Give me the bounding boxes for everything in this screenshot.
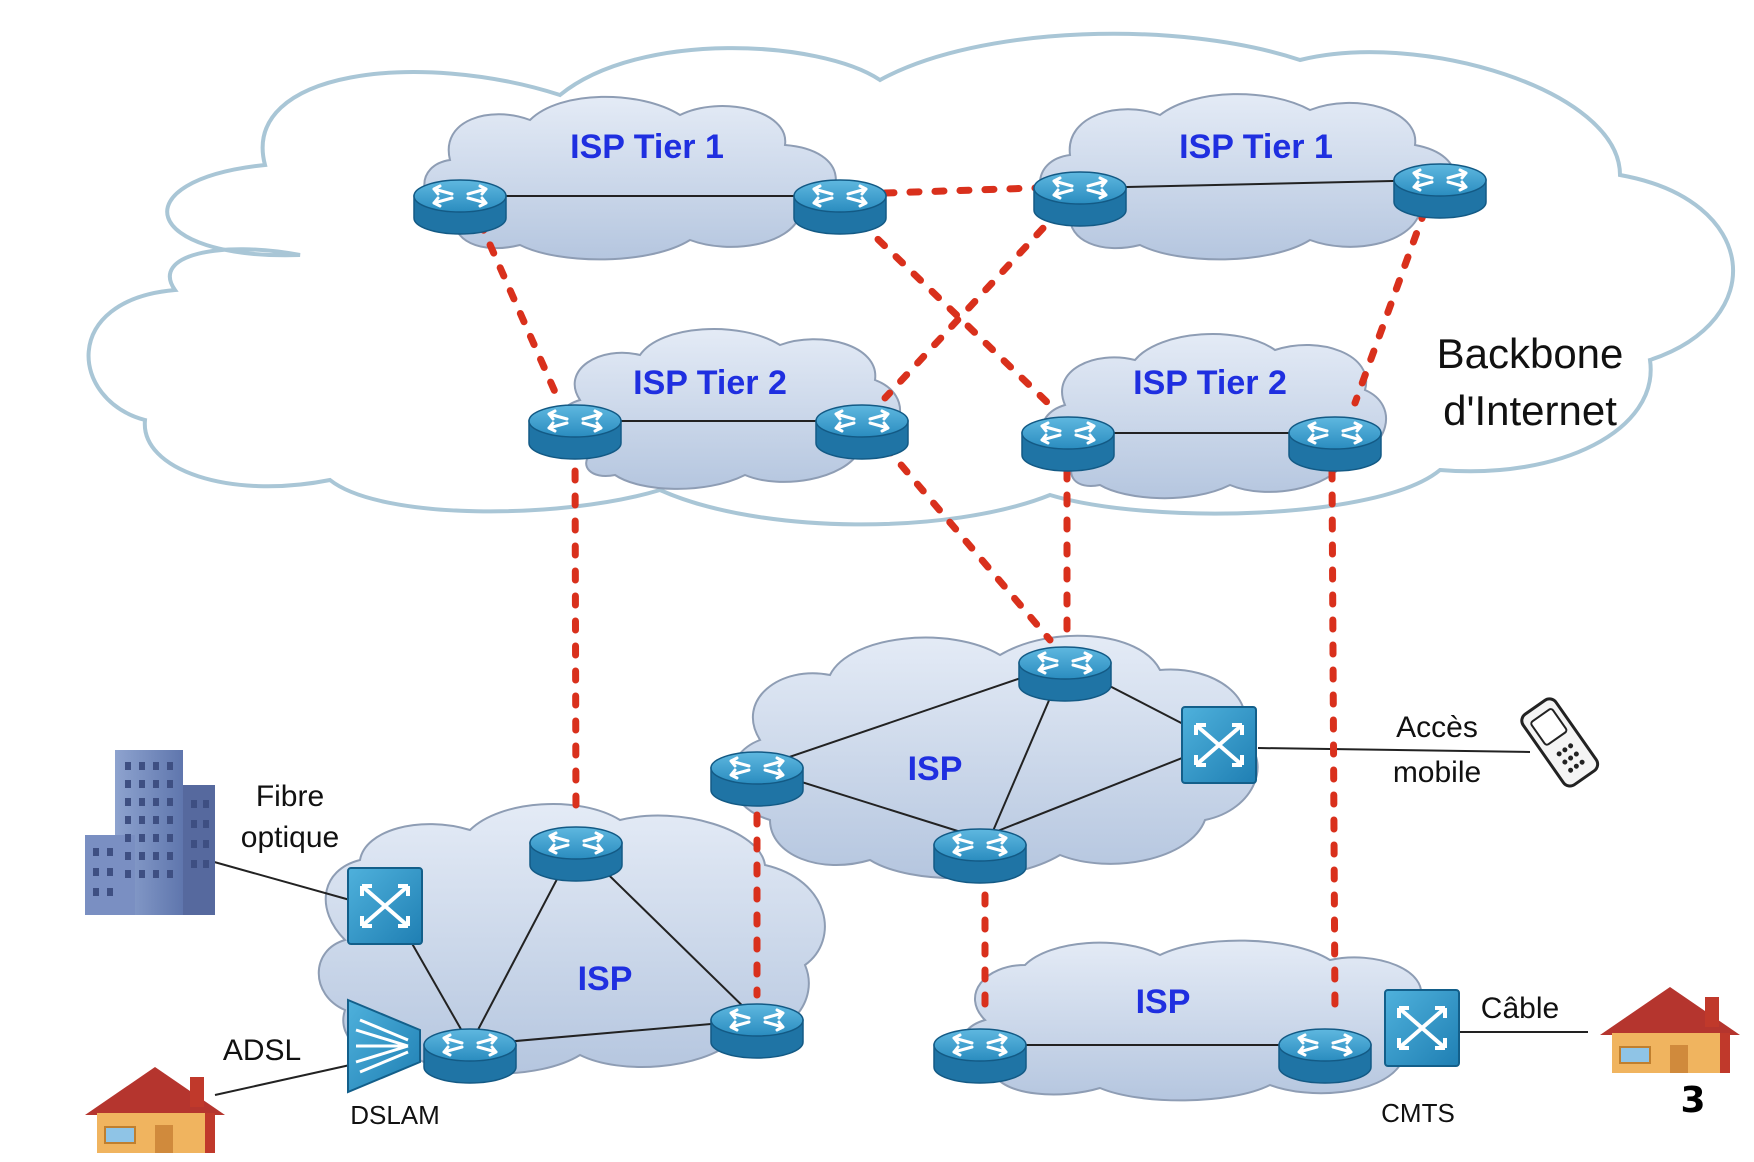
router-icon[interactable]	[1021, 416, 1115, 472]
adsl-label: ADSL	[223, 1034, 301, 1067]
fibre-link	[199, 857, 351, 901]
peering-links	[476, 184, 1429, 1019]
tier2-left-label: ISP Tier 2	[633, 364, 787, 402]
router-icon[interactable]	[933, 828, 1027, 884]
router-icon[interactable]	[815, 404, 909, 460]
house-cable-icon	[1600, 987, 1740, 1073]
isp-tier1-left-cloud	[423, 95, 837, 261]
router-icon[interactable]	[1018, 646, 1112, 702]
access-links	[199, 747, 1588, 1096]
isp-tier1-right-cloud	[1039, 93, 1456, 261]
backbone-label-line2: d'Internet	[1443, 387, 1617, 434]
router-icon[interactable]	[529, 826, 623, 882]
router-icon[interactable]	[1033, 171, 1127, 227]
link	[469, 1019, 758, 1046]
house-adsl-icon	[85, 1067, 225, 1153]
cmts-switch[interactable]	[1384, 989, 1460, 1067]
router-icon[interactable]	[710, 751, 804, 807]
isp-left-cloud	[317, 802, 826, 1075]
tier1-left-label: ISP Tier 1	[570, 128, 724, 166]
isp-right-cloud	[960, 939, 1441, 1102]
peering-link	[571, 442, 580, 824]
fibre-label-line2: optique	[241, 821, 339, 854]
backbone-cloud	[86, 31, 1736, 527]
routers	[413, 163, 1487, 1084]
link	[756, 662, 1066, 769]
office-building-icon	[85, 750, 215, 915]
adsl-link	[214, 1064, 351, 1096]
mobile-link	[1257, 747, 1531, 753]
router-icon[interactable]	[933, 1028, 1027, 1084]
link	[979, 742, 1221, 839]
peering-link	[881, 184, 1039, 197]
router-icon[interactable]	[528, 404, 622, 460]
router-icon[interactable]	[710, 1003, 804, 1059]
backbone-label-line1: Backbone	[1437, 330, 1624, 377]
router-icon[interactable]	[413, 179, 507, 235]
dslam-label: DSLAM	[350, 1100, 440, 1130]
tier2-right-label: ISP Tier 2	[1133, 364, 1287, 402]
router-icon[interactable]	[1393, 163, 1487, 219]
peering-link	[881, 206, 1064, 402]
cmts-label: CMTS	[1381, 1098, 1455, 1128]
link	[1079, 179, 1441, 189]
peering-link	[881, 442, 1054, 644]
router-icon[interactable]	[1278, 1028, 1372, 1084]
mobile-label-line2: mobile	[1393, 756, 1481, 789]
router-icon[interactable]	[1288, 416, 1382, 472]
mobile-switch[interactable]	[1181, 706, 1257, 784]
fibre-label-line1: Fibre	[256, 780, 324, 813]
isp-tier2-left-cloud	[555, 328, 902, 490]
isp-center-label: ISP	[908, 750, 963, 788]
page-number: 3	[1680, 1080, 1705, 1121]
cable-label: Câble	[1481, 992, 1559, 1025]
dslam-device[interactable]	[347, 998, 421, 1094]
mobile-label-line1: Accès	[1396, 711, 1478, 744]
peering-link	[856, 218, 1054, 409]
peering-link	[476, 218, 559, 396]
router-icon[interactable]	[423, 1028, 517, 1084]
fibre-switch[interactable]	[347, 867, 423, 945]
isp-right-label: ISP	[1136, 983, 1191, 1021]
mobile-phone-icon	[1520, 697, 1600, 788]
peering-link	[1328, 466, 1339, 1019]
isp-left-label: ISP	[578, 960, 633, 998]
peering-link	[1351, 206, 1429, 407]
tier1-right-label: ISP Tier 1	[1179, 128, 1333, 166]
router-icon[interactable]	[793, 179, 887, 235]
